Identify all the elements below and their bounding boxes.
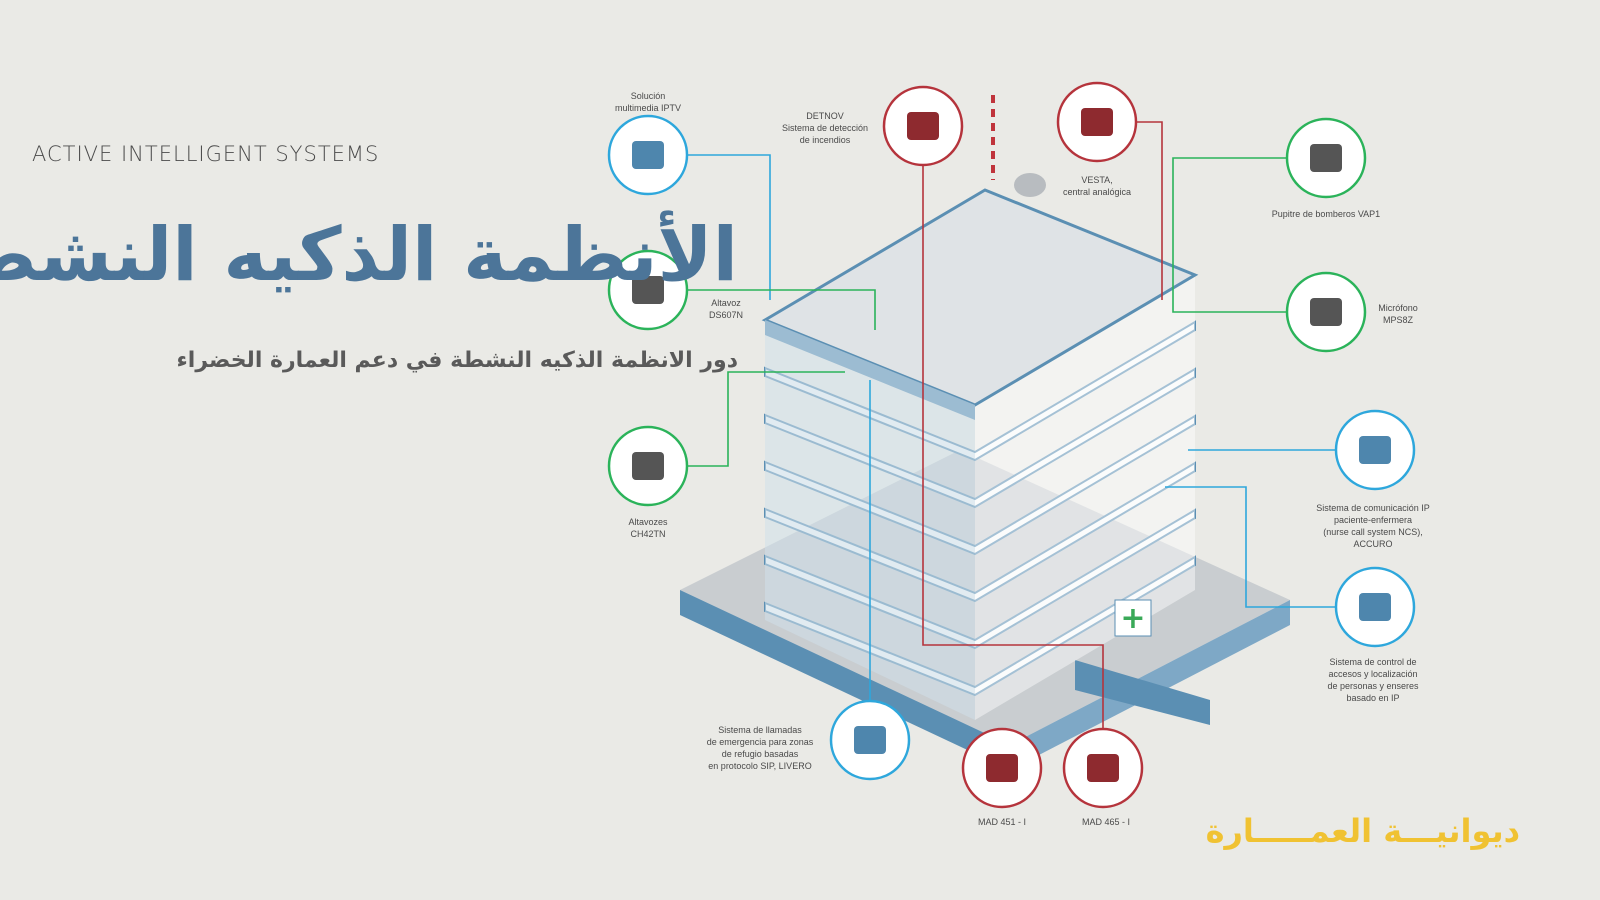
smoke-detector-icon xyxy=(882,85,964,167)
svg-text:+: + xyxy=(1120,601,1145,636)
tablet-icon xyxy=(607,114,689,196)
component-label: VESTA, central analógica xyxy=(1062,175,1132,197)
component-label: MAD 451 - I xyxy=(977,817,1026,827)
control-panel-icon xyxy=(1056,81,1138,163)
component-label: Sistema de comunicación IP paciente-enfe… xyxy=(1316,503,1430,549)
connection-lines xyxy=(688,121,1335,728)
component-label: Sistema de llamadas de emergencia para z… xyxy=(706,725,814,771)
component-label: Altavozes CH42TN xyxy=(628,517,668,539)
siren-icon xyxy=(1062,727,1144,809)
speaker-icon xyxy=(607,249,689,331)
component-label: Micrófono MPS8Z xyxy=(1378,303,1418,325)
component-label: Altavoz DS607N xyxy=(708,298,744,320)
component-label: Solución multimedia IPTV xyxy=(614,91,682,113)
component-label: Sistema de control de accesos y localiza… xyxy=(1327,657,1419,703)
component-circles xyxy=(607,81,1416,809)
ceiling-speaker-icon xyxy=(607,425,689,507)
nurse-call-icon xyxy=(1334,409,1416,491)
component-label: MAD 465 - I xyxy=(1081,817,1130,827)
microphone-icon xyxy=(1285,271,1367,353)
english-title: ACTIVE INTELLIGENT SYSTEMS xyxy=(32,142,380,166)
access-tablet-icon xyxy=(1334,566,1416,648)
arabic-title: الأنظمة الذكيه النشطة xyxy=(0,212,738,298)
brand-logo-text: ديوانيـــة العمـــــارة xyxy=(1205,812,1520,850)
component-label: DETNOV Sistema de detección de incendios xyxy=(781,111,869,145)
building: + xyxy=(680,95,1290,770)
intercom-icon xyxy=(829,699,911,781)
manual-call-point-icon xyxy=(961,727,1043,809)
firefighter-console-icon xyxy=(1285,117,1367,199)
component-label: Pupitre de bomberos VAP1 xyxy=(1271,209,1381,219)
arabic-subtitle: دور الانظمة الذكيه النشطة في دعم العمارة… xyxy=(176,348,738,373)
